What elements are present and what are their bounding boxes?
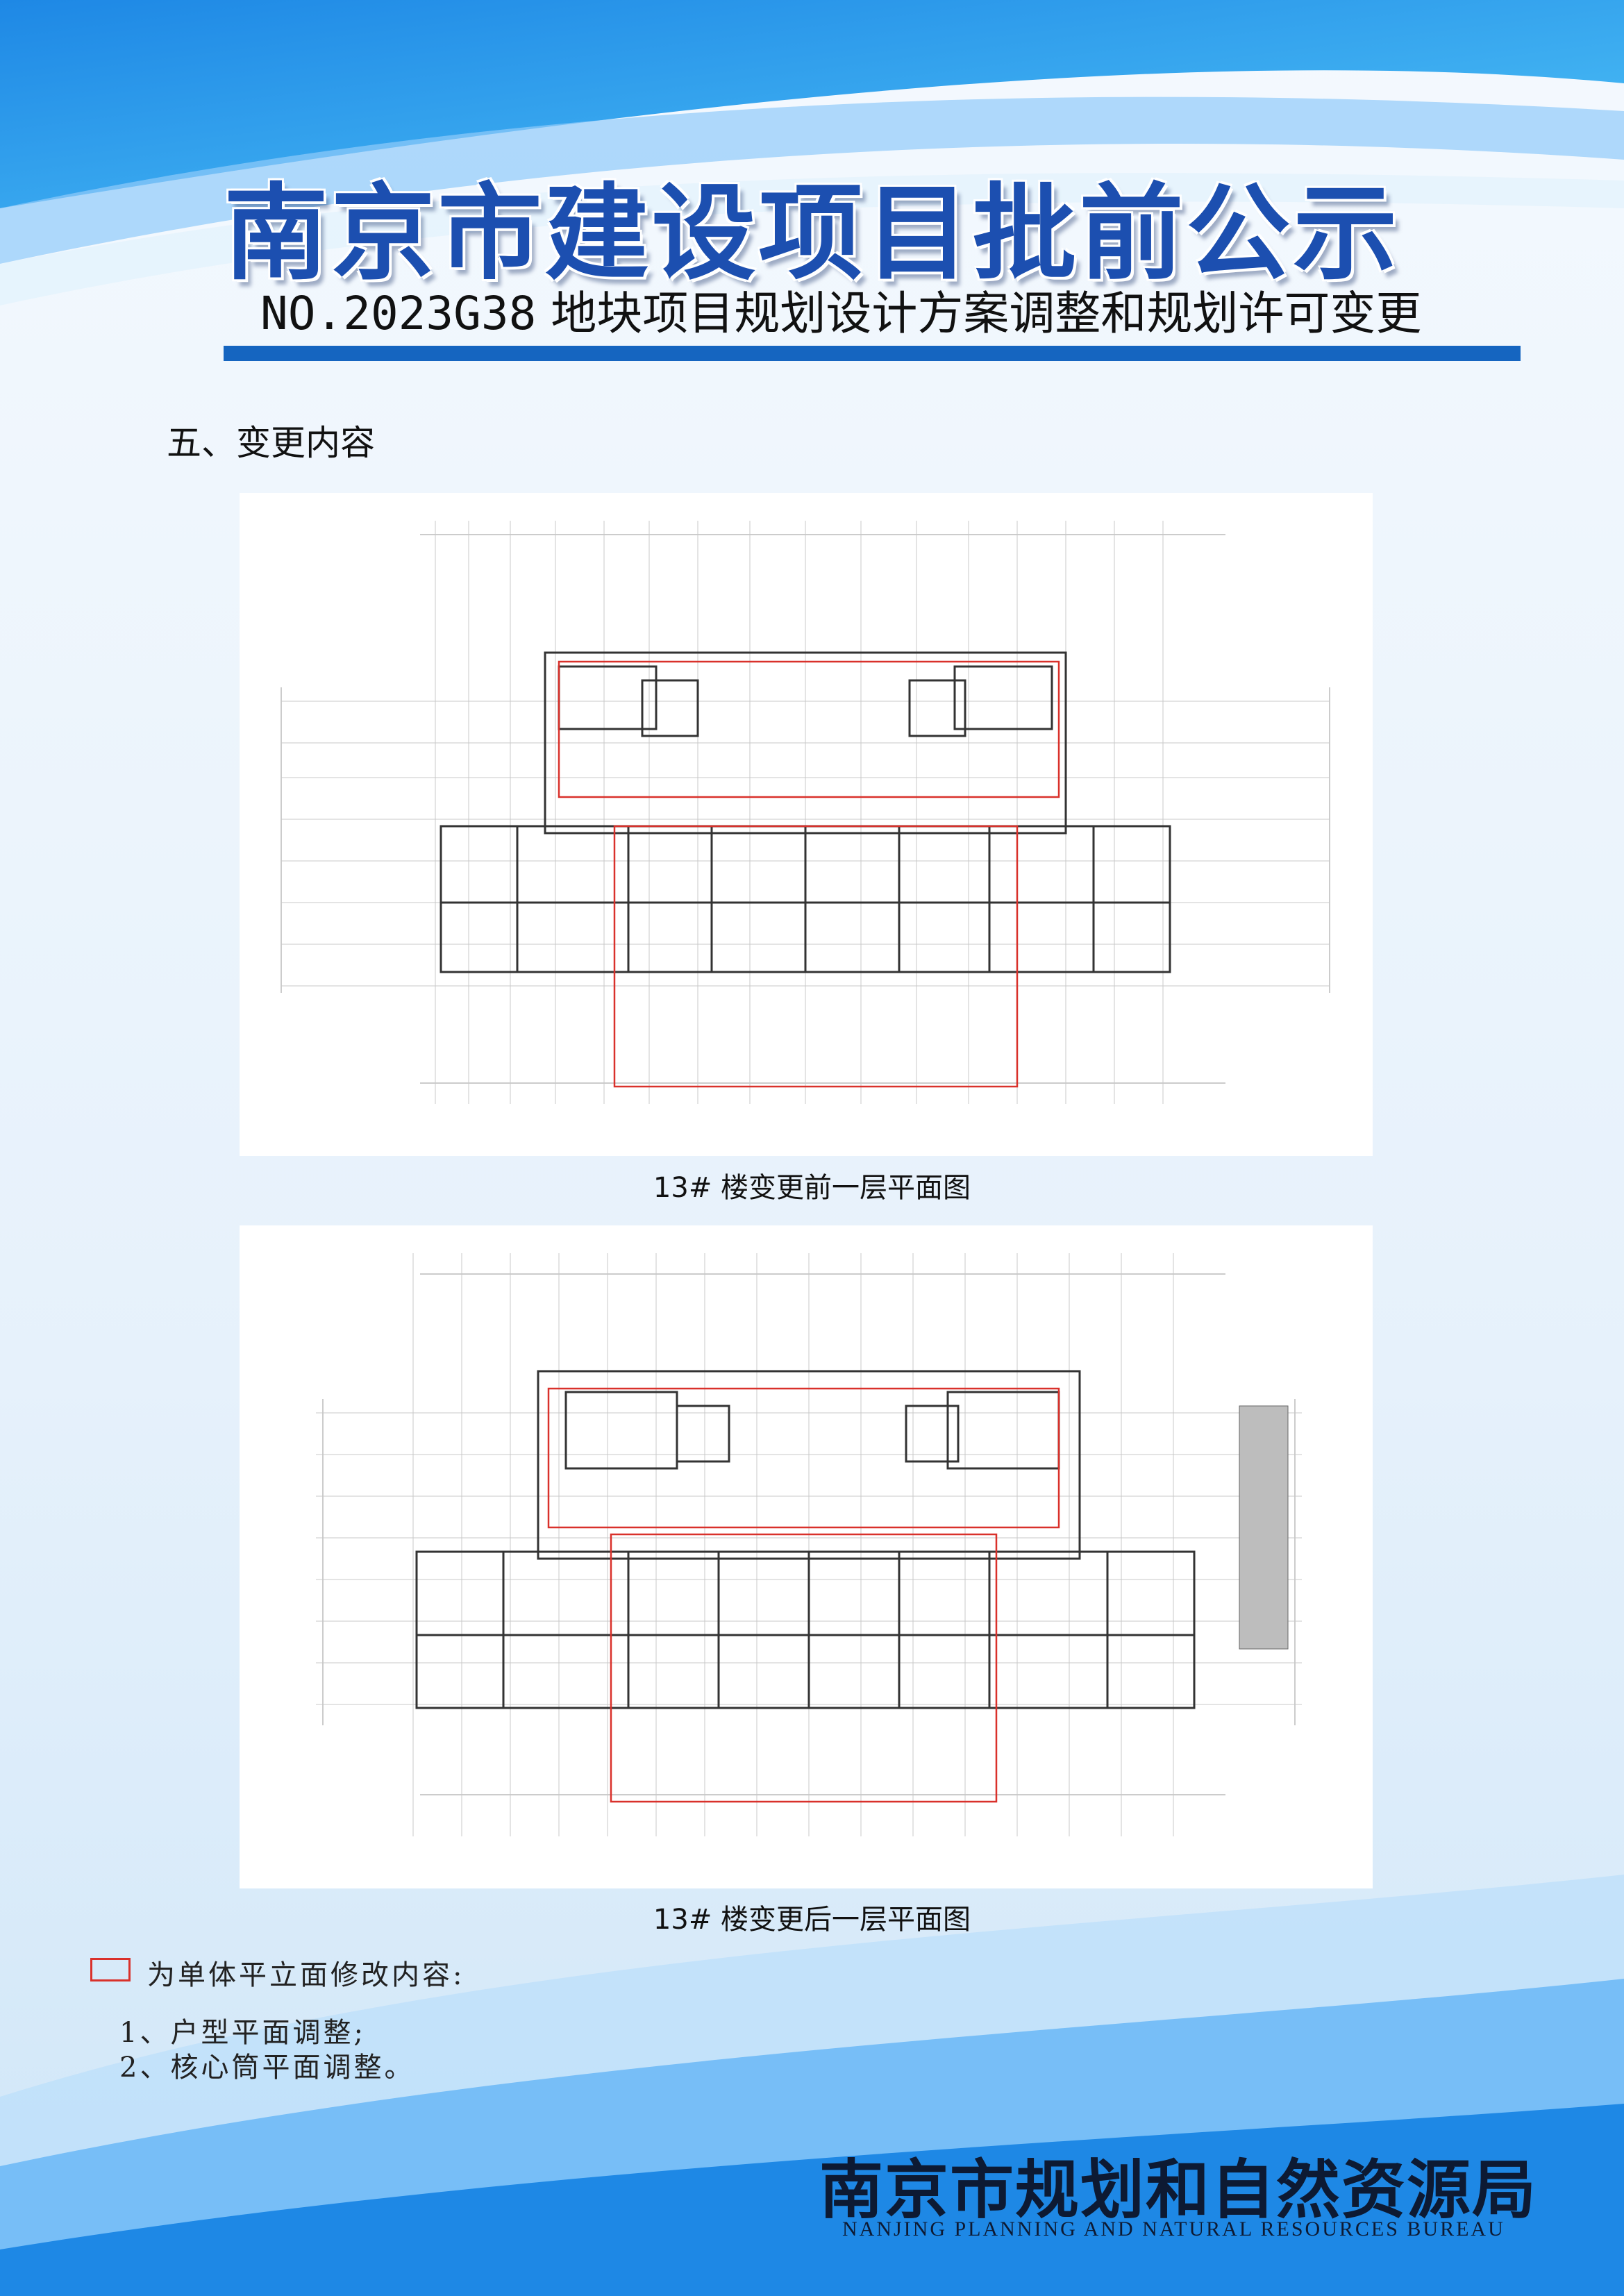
project-description: 地块项目规划设计方案调整和规划许可变更	[551, 287, 1422, 340]
legend-red-box-icon	[90, 1958, 131, 1981]
floor-plan-after	[240, 1225, 1373, 1888]
legend-item-2: 2、核心筒平面调整。	[119, 2052, 415, 2084]
caption-before: 13# 楼变更前一层平面图	[653, 1172, 971, 1204]
section-heading: 五、变更内容	[167, 423, 375, 463]
project-number: NO.2023G38	[260, 287, 537, 340]
page-title: 南京市建设项目批前公示	[224, 172, 1400, 294]
project-subtitle: NO.2023G38 地块项目规划设计方案调整和规划许可变更	[260, 276, 1421, 343]
agency-name-cn: 南京市规划和自然资源局	[819, 2152, 1538, 2227]
floor-plan-before	[240, 493, 1373, 1156]
subtitle-underline	[224, 346, 1521, 361]
floor-plan-before-drawing	[281, 521, 1330, 1104]
agency-name-en: NANJING PLANNING AND NATURAL RESOURCES B…	[842, 2218, 1505, 2240]
caption-after: 13# 楼变更后一层平面图	[653, 1904, 971, 1936]
legend-item-1: 1、户型平面调整;	[119, 2017, 366, 2049]
floor-plan-after-drawing	[316, 1253, 1302, 1836]
legend-text: 为单体平立面修改内容:	[147, 1959, 465, 1991]
